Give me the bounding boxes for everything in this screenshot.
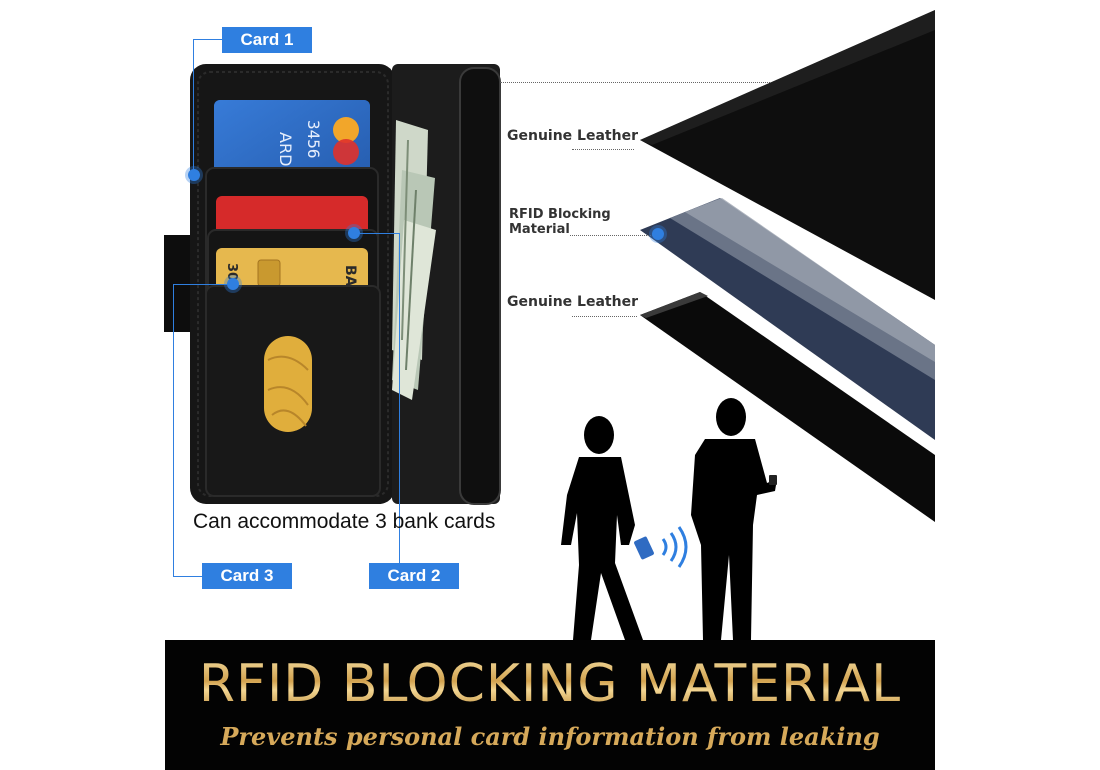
blue-card-digits: 3456 (304, 120, 323, 159)
callout-card-1: Card 1 (222, 27, 312, 53)
callout-card-2: Card 2 (369, 563, 459, 589)
rfid-layer-marker (652, 228, 664, 240)
label-rfid-line1: RFID Blocking (509, 207, 611, 222)
cash-bills (392, 120, 436, 400)
wallet-illustration: 3456 ARD BAN 30C (164, 64, 501, 505)
layer-top-leather (640, 10, 935, 300)
person-victim (561, 416, 643, 640)
material-layers (640, 10, 935, 522)
phone-case-edge (459, 67, 501, 505)
id-window (264, 336, 312, 432)
layer-bottom-leather (640, 292, 935, 522)
card-2-marker (348, 227, 360, 239)
banner-title: RFID BLOCKING MATERIAL (165, 654, 935, 714)
card-1-marker (188, 169, 200, 181)
card-3-marker (227, 278, 239, 290)
caption-capacity: Can accommodate 3 bank cards (193, 510, 496, 533)
label-rfid-line2: Material (509, 222, 570, 237)
banner-subtitle: Prevents personal card information from … (220, 722, 880, 751)
rfid-banner: RFID BLOCKING MATERIAL Prevents personal… (165, 640, 935, 770)
rfid-signal-icon (661, 526, 688, 568)
people-silhouettes (561, 398, 777, 640)
layer-rfid-material (640, 198, 935, 440)
blue-card-partial: ARD (276, 132, 295, 166)
label-genuine-leather-top: Genuine Leather (507, 128, 638, 144)
person-scanner (691, 398, 777, 640)
callout-card-3: Card 3 (202, 563, 292, 589)
card-in-hand (634, 536, 654, 560)
label-genuine-leather-bottom: Genuine Leather (507, 294, 638, 310)
